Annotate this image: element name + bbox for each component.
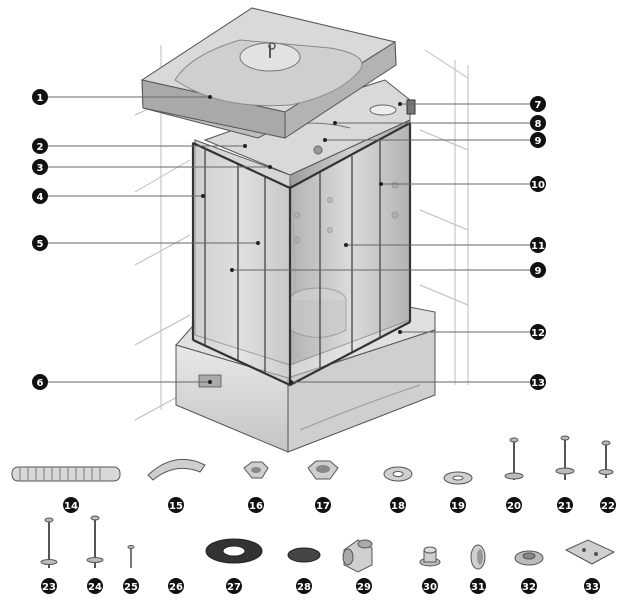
rubber-gasket-icon [205,538,263,564]
callout-4: 4 [32,188,48,204]
part-22: 22 [600,497,616,513]
part-33: 33 [584,578,600,594]
svg-text:24: 24 [88,582,102,593]
cup-washer-icon [514,550,544,566]
svg-text:26: 26 [169,582,183,593]
hex-nut-icon [243,461,269,479]
callout-10: 10 [530,176,546,192]
part-17: 17 [315,497,331,513]
washer-icon [443,471,473,485]
washer-icon [383,466,413,482]
svg-text:16: 16 [249,501,263,512]
part-28: 28 [296,578,312,594]
svg-text:1: 1 [37,93,44,104]
screw-icon [598,440,614,478]
part-27: 27 [226,578,242,594]
svg-text:8: 8 [535,119,542,130]
long-bolt-icon [86,515,104,568]
svg-text:6: 6 [37,378,44,389]
callout-7: 7 [530,96,546,112]
long-bolt-icon [40,517,58,568]
leader-dots [201,95,402,384]
leader-lines [48,96,530,383]
svg-text:23: 23 [42,582,56,593]
svg-text:25: 25 [124,582,138,593]
glass-enclosure [191,99,416,387]
part-23: 23 [41,578,57,594]
svg-text:17: 17 [316,501,330,512]
svg-text:32: 32 [522,582,536,593]
part-26: 26 [168,578,184,594]
part-31: 31 [470,578,486,594]
cap-side-icon [470,544,486,570]
svg-text:22: 22 [601,501,615,512]
svg-text:18: 18 [391,501,405,512]
part-15: 15 [168,497,184,513]
callout-13: 13 [530,374,546,390]
elbow-fitting-icon [342,539,373,573]
callout-9-top: 9 [530,132,546,148]
svg-text:2: 2 [37,142,44,153]
svg-text:3: 3 [37,163,44,174]
bracket-icon [564,539,616,565]
part-16: 16 [248,497,264,513]
part-21: 21 [557,497,573,513]
part-25: 25 [123,578,139,594]
svg-text:21: 21 [558,501,572,512]
drain-hose-icon [11,466,121,482]
cap-icon [287,547,321,563]
svg-text:28: 28 [297,582,311,593]
svg-text:20: 20 [507,501,521,512]
svg-text:4: 4 [37,192,44,203]
bolt-icon [555,435,575,480]
part-29: 29 [356,578,372,594]
callout-2: 2 [32,138,48,154]
part-14: 14 [63,497,79,513]
svg-text:30: 30 [423,582,437,593]
part-32: 32 [521,578,537,594]
callout-5: 5 [32,235,48,251]
callout-11: 11 [530,237,546,253]
svg-text:15: 15 [169,501,183,512]
roof-panel [140,7,397,139]
part-30: 30 [422,578,438,594]
part-24: 24 [87,578,103,594]
svg-text:10: 10 [531,180,545,191]
large-hex-nut-icon [307,460,339,480]
svg-text:14: 14 [64,501,78,512]
small-screw-icon [127,545,135,568]
svg-text:9: 9 [535,266,542,277]
svg-text:19: 19 [451,501,465,512]
callout-1: 1 [32,89,48,105]
part-20: 20 [506,497,522,513]
callout-9-bottom: 9 [530,262,546,278]
svg-text:13: 13 [531,378,545,389]
callout-3: 3 [32,159,48,175]
svg-text:33: 33 [585,582,599,593]
callout-12: 12 [530,324,546,340]
knob-icon [419,546,441,567]
part-19: 19 [450,497,466,513]
svg-text:9: 9 [535,136,542,147]
svg-text:11: 11 [531,241,545,252]
svg-text:7: 7 [535,100,542,111]
light-icon [369,104,397,116]
svg-text:27: 27 [227,582,241,593]
callout-8: 8 [530,115,546,131]
bolt-icon [504,437,524,480]
svg-text:29: 29 [357,582,371,593]
hand-shower-icon [147,458,206,481]
part-18: 18 [390,497,406,513]
callout-6: 6 [32,374,48,390]
svg-text:5: 5 [37,239,44,250]
svg-text:12: 12 [531,328,545,339]
svg-text:31: 31 [471,582,485,593]
